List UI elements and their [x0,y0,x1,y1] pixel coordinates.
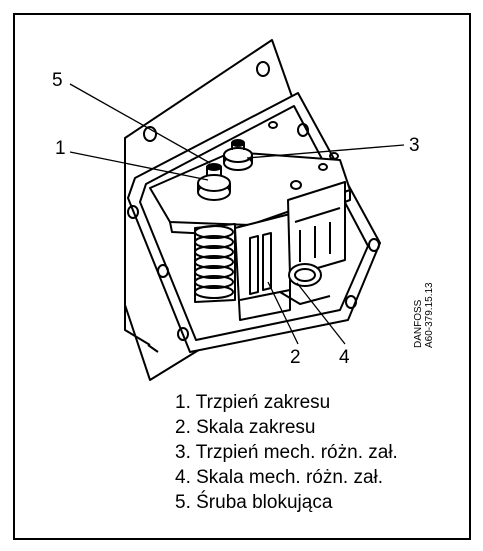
base-screw-hole [297,123,309,137]
callout-1: 1 [55,138,66,159]
base-screw-hole [177,327,189,341]
legend-item: 1. Trzpień zakresu [175,392,331,413]
leader-3 [246,144,405,159]
leader-1 [69,151,209,181]
callout-2: 2 [290,347,301,368]
legend-item: 4. Skala mech. różn. zał. [175,467,384,488]
range-spindle [197,163,231,201]
plate-screw [268,121,278,129]
base-screw-hole [345,295,357,309]
plate-screw [290,180,302,190]
legend-list: 1. Trzpień zakresu 2. Skala zakresu 3. T… [175,390,398,515]
leader-2 [267,281,299,345]
bellows [194,223,236,303]
callout-5: 5 [52,70,63,91]
differential-spindle [223,139,253,171]
base-screw-hole [157,264,169,278]
leader-4 [296,282,346,345]
legend-item: 3. Trzpień mech. różn. zał. [175,442,398,463]
drawing-code-number: A60-379.15.13 [424,282,435,348]
callout-4: 4 [339,347,350,368]
base-screw-hole [368,238,380,252]
base-screw-hole [127,205,139,219]
legend-item: 2. Skala zakresu [175,417,316,438]
diff-dial [288,263,322,287]
bracket-hole [143,126,157,142]
plate-screw [318,163,328,171]
drawing-code-brand: DANFOSS [413,299,424,348]
legend-item: 5. Śruba blokująca [175,492,333,513]
plate-screw [329,152,339,160]
leader-5 [69,83,211,164]
callout-3: 3 [409,135,420,156]
bracket-hole [256,61,270,77]
